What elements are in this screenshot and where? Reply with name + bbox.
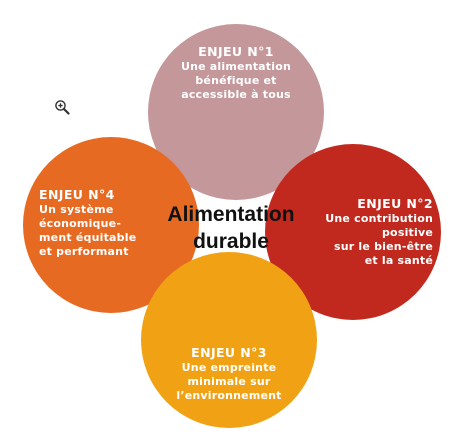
- enjeu-1-title: ENJEU N°1: [198, 44, 274, 59]
- enjeu-3-line: l’environnement: [176, 389, 282, 402]
- enjeu-3-title: ENJEU N°3: [191, 345, 267, 360]
- enjeu-4-line: ment équitable: [39, 231, 137, 244]
- enjeu-1-label: ENJEU N°1 Une alimentation bénéfique et …: [166, 44, 306, 102]
- enjeu-1-line: accessible à tous: [181, 88, 291, 101]
- enjeu-3-line: Une empreinte: [181, 361, 277, 374]
- enjeu-2-line: Une contribution: [325, 212, 433, 225]
- enjeu-4-title: ENJEU N°4: [39, 187, 115, 202]
- enjeu-3-circle: [141, 252, 317, 428]
- enjeu-3-line: minimale sur: [187, 375, 271, 388]
- enjeu-2-line: positive: [381, 226, 433, 239]
- enjeu-1-line: bénéfique et: [195, 74, 277, 87]
- enjeu-3-label: ENJEU N°3 Une empreinte minimale sur l’e…: [159, 345, 299, 403]
- center-title-line: durable: [193, 230, 269, 253]
- enjeu-2-label: ENJEU N°2 Une contribution positive sur …: [300, 196, 433, 268]
- enjeu-4-line: et performant: [39, 245, 129, 258]
- center-title-line: Alimentation: [167, 203, 295, 226]
- zoom-in-icon-graphic: [55, 100, 70, 115]
- zoom-in-icon[interactable]: [54, 99, 70, 115]
- enjeu-4-label: ENJEU N°4 Un système économique- ment éq…: [39, 187, 179, 259]
- enjeu-2-line: et la santé: [364, 254, 433, 267]
- enjeu-4-line: Un système: [39, 203, 114, 216]
- enjeu-2-title: ENJEU N°2: [357, 196, 433, 211]
- enjeu-2-line: sur le bien-être: [334, 240, 433, 253]
- center-title: Alimentation durable: [150, 201, 312, 255]
- enjeu-4-line: économique-: [39, 217, 122, 230]
- enjeu-1-line: Une alimentation: [180, 60, 292, 73]
